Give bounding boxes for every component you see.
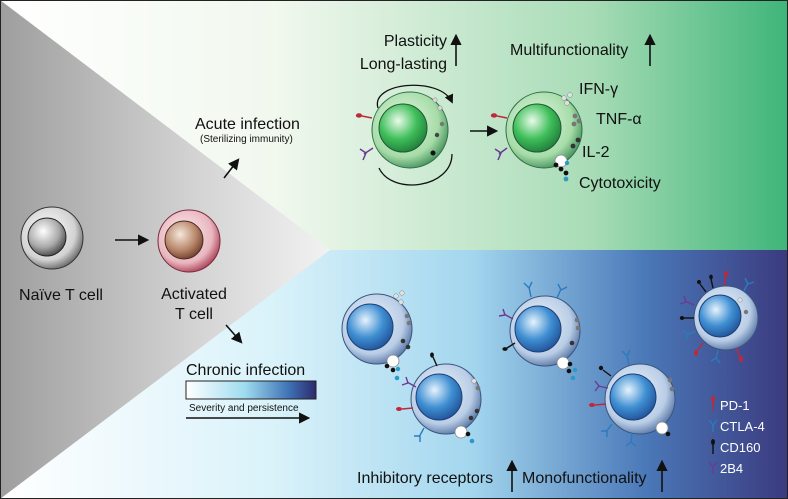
chronic-cell-4 xyxy=(589,349,676,447)
monofunctionality-label: Monofunctionality xyxy=(522,470,647,487)
acute-memory-cell xyxy=(355,84,454,186)
plasticity-label: Plasticity xyxy=(384,33,447,50)
naive-label: Naïve T cell xyxy=(19,287,103,304)
chronic-title: Chronic infection xyxy=(186,362,305,379)
legend-pd-1: PD-1 xyxy=(720,398,750,413)
chronic-cell-5 xyxy=(679,271,759,364)
multifunctionality-label: Multifunctionality xyxy=(510,42,628,59)
activated-label-line1: Activated xyxy=(161,286,227,303)
chronic-cell-2 xyxy=(498,281,581,381)
activated-t-cell xyxy=(157,209,221,273)
acute-effector-cell xyxy=(490,91,583,182)
function-cytotoxicity: Cytotoxicity xyxy=(579,175,661,192)
chronic-cell-1 xyxy=(341,290,413,381)
to-acute-arrow xyxy=(223,158,240,179)
legend-ctla-4: CTLA-4 xyxy=(720,419,765,434)
receptor-legend xyxy=(708,396,718,474)
inhibitory-receptors-label: Inhibitory receptors xyxy=(357,470,493,487)
legend-cd160: CD160 xyxy=(720,440,760,455)
severity-label: Severity and persistence xyxy=(189,403,299,414)
function-il-2: IL-2 xyxy=(582,144,610,161)
activated-label-line2: T cell xyxy=(175,306,213,323)
acute-title: Acute infection xyxy=(195,116,300,133)
to-chronic-arrow xyxy=(225,324,243,344)
function-ifn-gamma: IFN-γ xyxy=(579,81,618,98)
function-tnf-alpha: TNF-α xyxy=(596,111,642,128)
naive-t-cell xyxy=(20,206,84,270)
chronic-cell-3 xyxy=(396,352,482,444)
long-lasting-label: Long-lasting xyxy=(360,56,447,73)
severity-gradient-bar xyxy=(185,380,317,400)
acute-subtitle: (Sterilizing immunity) xyxy=(200,134,293,145)
legend-2b4: 2B4 xyxy=(720,461,743,476)
